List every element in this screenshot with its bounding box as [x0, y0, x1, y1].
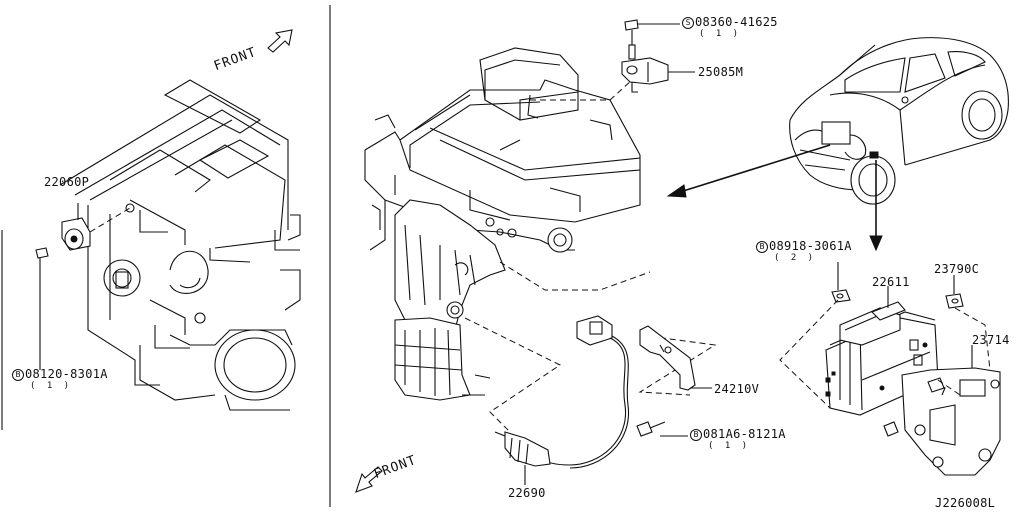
leader-ecm-mount	[937, 379, 961, 396]
label-23790c[interactable]: 23790C	[934, 262, 980, 276]
bracket-24210v-drawing	[639, 325, 712, 391]
bolt-08120-8301a-drawing	[35, 247, 49, 370]
bolt-prefix-icon: B	[756, 241, 768, 253]
sensor-22690-drawing	[494, 315, 630, 485]
sensor-25085m-drawing	[621, 19, 695, 93]
label-22611[interactable]: 22611	[872, 275, 910, 289]
nut-23790c-drawing	[945, 275, 964, 309]
reference-code: J226008L	[935, 496, 996, 510]
bolt-prefix-icon: B	[690, 429, 702, 441]
leader-ecm-nut	[779, 299, 839, 409]
qty-08918-3061a: ( 2 )	[774, 253, 817, 263]
nut-08918-3061a-drawing	[831, 262, 851, 303]
arrow-to-ecm	[869, 160, 883, 252]
leader-bracket	[499, 261, 651, 291]
leader-map-sensor	[530, 79, 633, 101]
qty-08120-8301a: ( 1 )	[30, 381, 73, 391]
screw-prefix-icon: S	[682, 17, 694, 29]
engine-main	[364, 47, 641, 401]
label-24210v[interactable]: 24210V	[714, 382, 760, 396]
leader-ecm-bracket	[954, 307, 991, 371]
bracket-23714-drawing	[883, 367, 1001, 476]
label-25085m[interactable]: 25085M	[698, 65, 744, 79]
part-number: 08360-41625	[695, 15, 778, 29]
bolt-081a6-8121a-drawing	[636, 421, 688, 437]
front-arrow-lower	[355, 466, 383, 493]
sensor-22060p-drawing	[61, 203, 131, 251]
label-23714[interactable]: 23714	[972, 333, 1010, 347]
front-arrow-upper	[267, 29, 293, 53]
label-22690[interactable]: 22690	[508, 486, 546, 500]
leader-o2-sensor	[464, 317, 561, 433]
car-drawing	[789, 37, 1009, 205]
part-number: 08918-3061A	[769, 239, 852, 253]
qty-08360-41625: ( 1 )	[699, 29, 742, 39]
part-number: 08120-8301A	[25, 367, 108, 381]
engine-block-left	[59, 79, 301, 411]
arrow-to-engine	[666, 144, 831, 198]
part-number: 081A6-8121A	[703, 427, 786, 441]
label-22060p[interactable]: 22060P	[44, 175, 90, 189]
bolt-prefix-icon: B	[12, 369, 24, 381]
qty-081a6-8121a: ( 1 )	[708, 441, 751, 451]
